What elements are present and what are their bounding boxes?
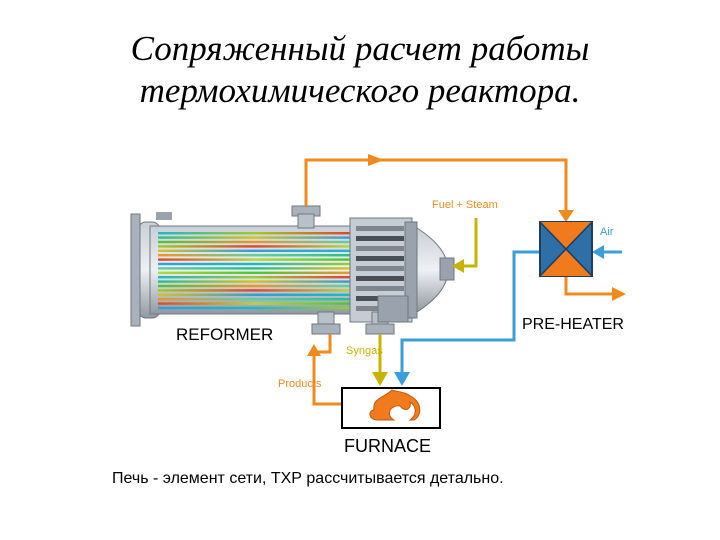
title-line-1: Сопряженный расчет работы bbox=[130, 29, 590, 68]
channel-tube bbox=[356, 226, 404, 231]
channel-tube bbox=[356, 276, 404, 281]
tube bbox=[158, 302, 350, 305]
pre-heater-top-triangle bbox=[540, 222, 592, 249]
tube bbox=[158, 240, 350, 244]
syngas-label: Syngas bbox=[346, 345, 383, 357]
air-label: Air bbox=[600, 226, 614, 238]
fuel-steam-label: Fuel + Steam bbox=[432, 199, 498, 211]
tube bbox=[158, 249, 350, 252]
reformer-left-flange bbox=[130, 213, 141, 327]
products-line bbox=[312, 334, 342, 406]
furnace-label: FURNACE bbox=[344, 436, 431, 456]
air-arrow-icon bbox=[592, 245, 604, 259]
tube bbox=[158, 271, 350, 274]
tube bbox=[158, 280, 350, 283]
tube bbox=[158, 254, 350, 257]
furnace bbox=[341, 387, 441, 429]
channel-tube bbox=[356, 286, 404, 291]
reformer-left-nozzle bbox=[156, 212, 172, 220]
pre-heater bbox=[539, 221, 593, 277]
tube bbox=[158, 245, 350, 248]
title-line-2: термохимического реактора. bbox=[139, 71, 581, 110]
flame-icon bbox=[369, 389, 421, 421]
reformer-top-nozzle bbox=[297, 213, 315, 229]
products-label: Products bbox=[278, 378, 322, 390]
tube bbox=[158, 289, 350, 292]
reformer-bottom-nozzle-2-flange bbox=[365, 323, 395, 335]
top-arrow-icon bbox=[368, 154, 384, 166]
channel-tube bbox=[356, 256, 404, 261]
tube bbox=[158, 293, 350, 296]
channel-tube bbox=[356, 236, 404, 241]
slide-caption: Печь - элемент сети, ТХР рассчитывается … bbox=[112, 470, 504, 487]
reformer-label: REFORMER bbox=[176, 325, 273, 344]
preheater-exhaust-line bbox=[564, 276, 612, 296]
tube bbox=[158, 276, 350, 279]
pre-heater-label: PRE-HEATER bbox=[522, 316, 624, 333]
tube bbox=[158, 267, 350, 270]
tube bbox=[158, 284, 350, 288]
exhaust-arrow-icon bbox=[612, 287, 626, 301]
up-arrow-icon bbox=[307, 344, 321, 356]
hot-air-arrow-icon bbox=[394, 372, 410, 386]
tube bbox=[158, 232, 350, 235]
syngas-arrow-icon bbox=[372, 372, 388, 386]
channel-tube bbox=[356, 246, 404, 251]
reformer-outlet-nozzle bbox=[439, 257, 455, 281]
tube-bundle bbox=[158, 232, 350, 310]
tube bbox=[158, 298, 350, 301]
hot-air-line bbox=[400, 250, 540, 376]
feed-arrow-icon bbox=[452, 259, 464, 273]
reformer-shell bbox=[149, 225, 356, 315]
pre-heater-bottom-triangle bbox=[540, 249, 592, 276]
reformer-saddle bbox=[377, 295, 409, 323]
fuel-steam-line bbox=[304, 158, 568, 218]
fuel-steam-feed-line bbox=[456, 218, 478, 268]
slide-title: Сопряженный расчет работы термохимическо… bbox=[0, 28, 720, 112]
reformer-bottom-nozzle-1-flange bbox=[311, 323, 341, 335]
tube bbox=[158, 306, 350, 310]
channel-tube bbox=[356, 266, 404, 271]
tube bbox=[158, 258, 350, 261]
reformer-vessel bbox=[130, 205, 455, 335]
tube bbox=[158, 262, 350, 266]
tube bbox=[158, 236, 350, 239]
down-arrow-icon bbox=[558, 210, 574, 222]
